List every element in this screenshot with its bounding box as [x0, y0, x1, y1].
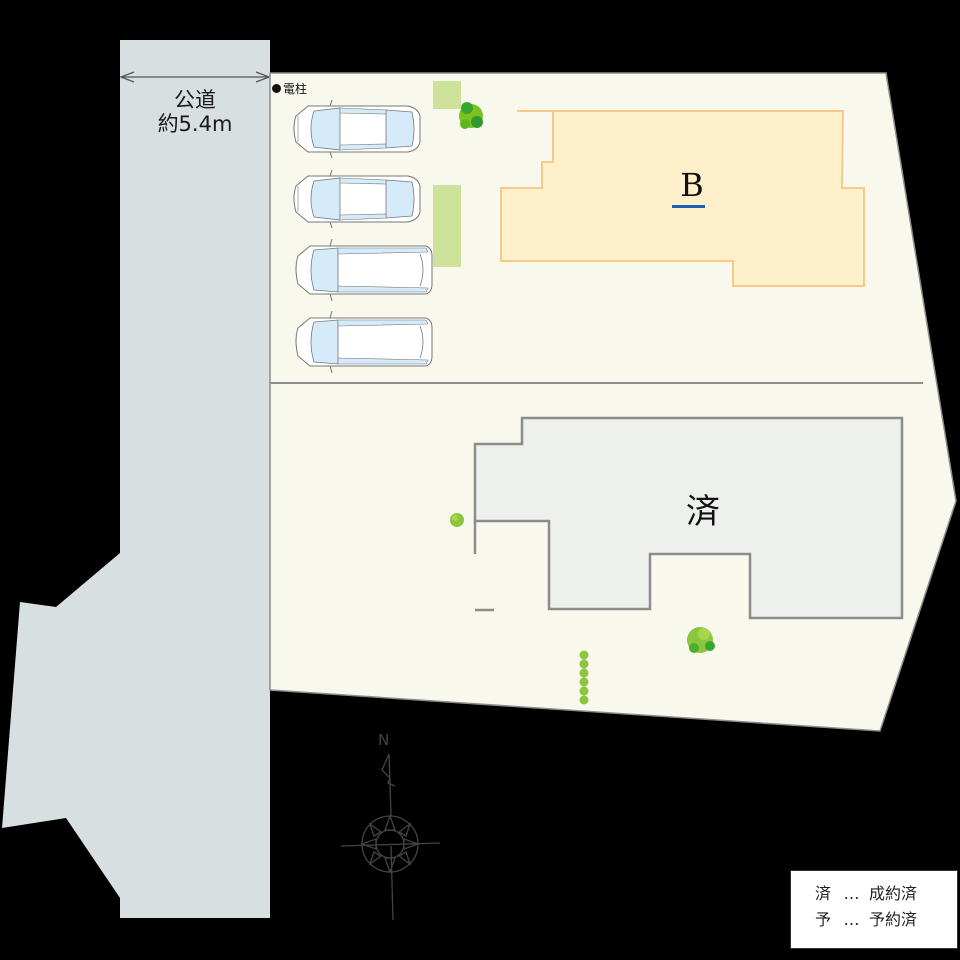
sold-lot-label[interactable]: 済	[686, 492, 720, 532]
legend-item-sold: 済 … 成約済	[791, 881, 957, 907]
north-label: N	[378, 731, 390, 749]
legend-meaning: 成約済	[869, 884, 918, 903]
legend-item-reserved: 予 … 予約済	[791, 907, 957, 933]
legend-ellipsis: …	[843, 884, 861, 903]
legend-symbol: 済	[815, 884, 832, 903]
legend-symbol: 予	[815, 910, 832, 929]
road-width-label: 約5.4m	[157, 112, 233, 136]
sold-lot-footprint	[473, 416, 904, 620]
legend-ellipsis: …	[843, 910, 861, 929]
public-road	[2, 40, 270, 918]
car-icon	[295, 238, 433, 302]
road-label-name: 公道	[174, 88, 216, 112]
car-icon	[293, 99, 421, 159]
utility-pole-marker: 電柱	[272, 80, 307, 97]
car-icon	[293, 169, 421, 229]
planting-strip-mid	[433, 185, 461, 267]
utility-pole-icon	[272, 84, 281, 93]
car-icon	[295, 310, 433, 374]
lot-b-label[interactable]: B	[680, 166, 704, 204]
road-width-arrow	[119, 71, 271, 83]
hedge-icon	[579, 650, 589, 705]
legend-meaning: 予約済	[869, 910, 918, 929]
lot-b-underline	[672, 205, 705, 208]
legend-box: 済 … 成約済 予 … 予約済	[790, 870, 958, 949]
planting-strip-top	[433, 81, 461, 109]
tree-icon	[687, 627, 715, 653]
shrub-icon	[450, 513, 464, 527]
utility-pole-label: 電柱	[283, 82, 308, 96]
tree-icon	[459, 102, 483, 129]
lot-b-footprint	[500, 110, 865, 287]
compass-icon	[340, 753, 441, 921]
